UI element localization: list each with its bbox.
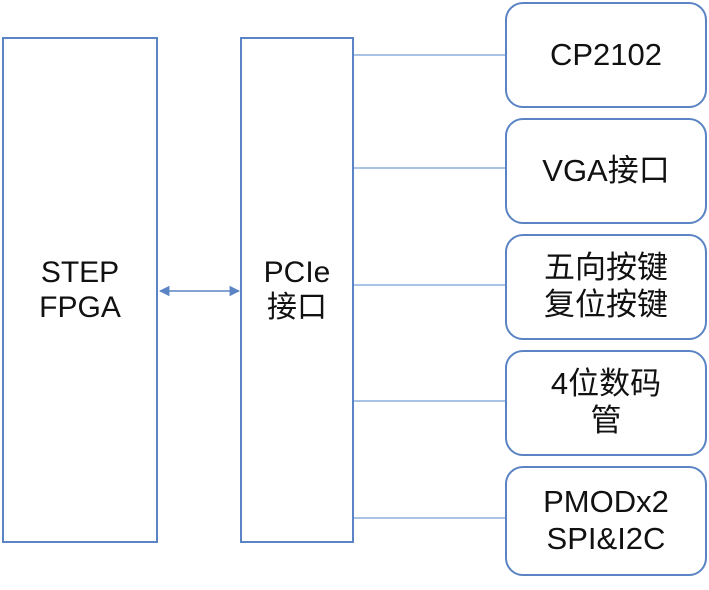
peripheral-cp2102: CP2102 <box>505 2 707 108</box>
fpga-label-line1: STEP <box>40 255 120 289</box>
peripheral-label: VGA接口 <box>542 152 670 188</box>
pcie-label-line2: 接口 <box>266 291 327 324</box>
pcie-label-line1: PCIe <box>263 255 331 289</box>
peripheral-label-line1: PMODx2 <box>543 484 669 520</box>
peripheral-pmod: PMODx2 SPI&I2C <box>505 466 707 576</box>
peripheral-label-line2: 复位按键 <box>544 287 668 322</box>
fpga-box: STEP FPGA <box>2 37 158 543</box>
peripheral-vga: VGA接口 <box>505 118 707 224</box>
pcie-box: PCIe 接口 <box>240 37 354 543</box>
peripheral-seven-seg: 4位数码 管 <box>505 350 707 456</box>
peripheral-label-line2: SPI&I2C <box>546 521 666 556</box>
peripheral-buttons: 五向按键 复位按键 <box>505 234 707 340</box>
peripheral-label-line2: 管 <box>590 403 622 438</box>
peripheral-label-line1: 五向按键 <box>544 250 668 286</box>
peripheral-label: CP2102 <box>549 36 663 72</box>
peripheral-label-line1: 4位数码 <box>550 366 662 402</box>
fpga-label-line2: FPGA <box>39 291 121 324</box>
